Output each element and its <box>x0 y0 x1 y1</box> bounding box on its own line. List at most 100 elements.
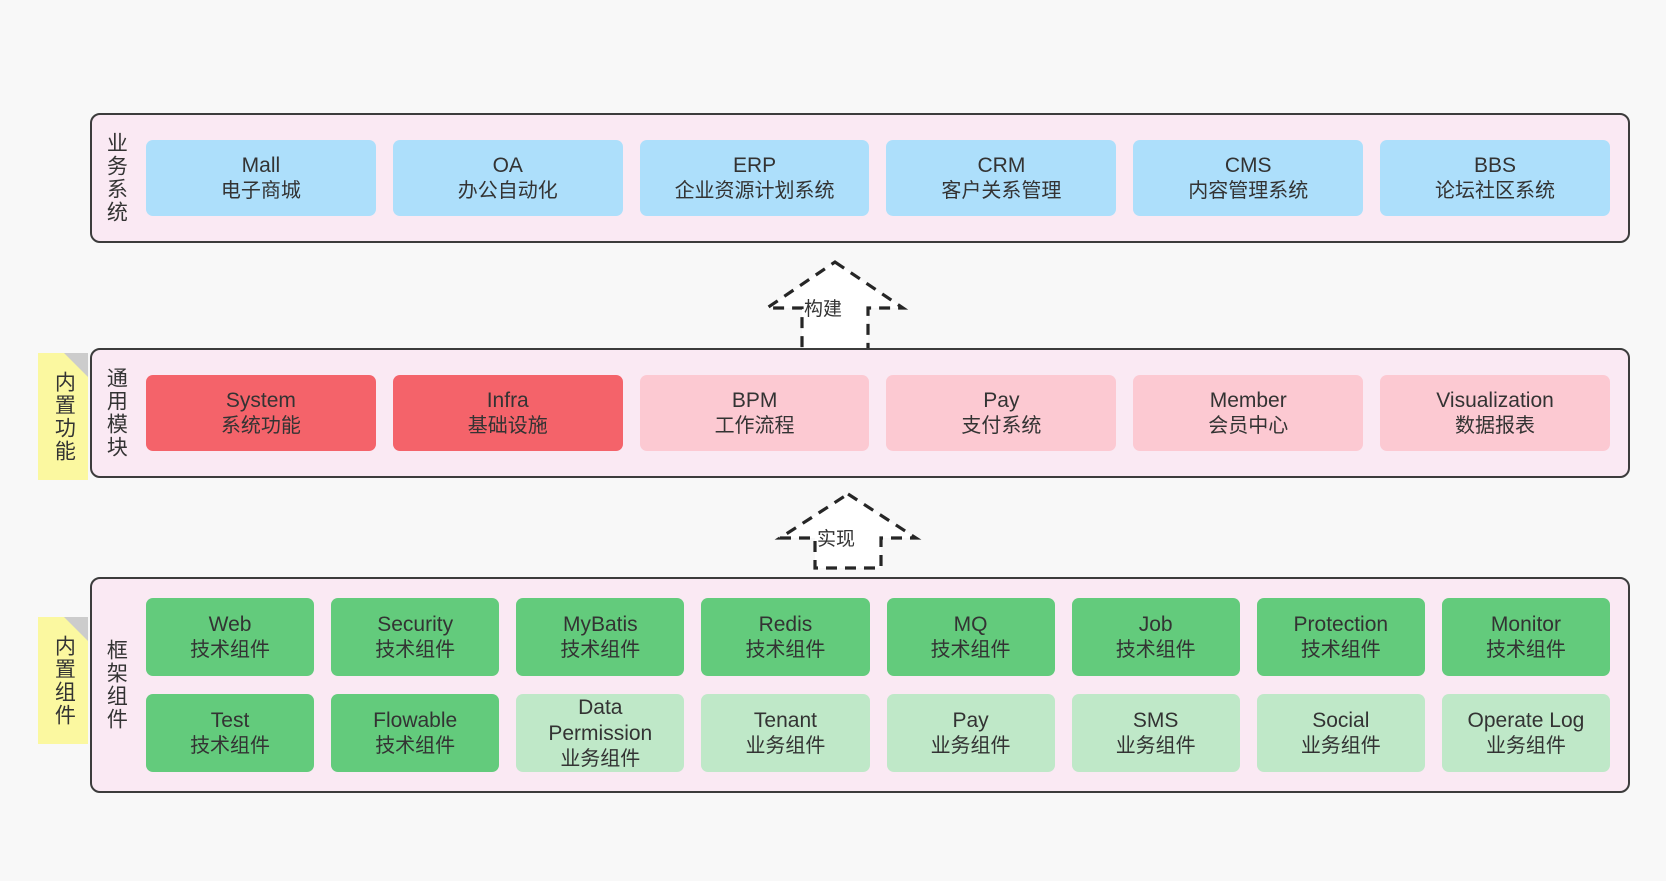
card-tenant[interactable]: Tenant 业务组件 <box>701 694 870 772</box>
card-subtitle: 技术组件 <box>1300 638 1381 661</box>
card-subtitle: 业务组件 <box>745 734 826 757</box>
layer-body-framework-components: Web 技术组件 Security 技术组件 MyBatis 技术组件 Redi… <box>138 579 1628 791</box>
card-title: OA <box>492 153 523 177</box>
note-builtin-components: 内置组件 <box>38 617 88 744</box>
card-erp[interactable]: ERP 企业资源计划系统 <box>639 140 870 216</box>
card-oa[interactable]: OA 办公自动化 <box>392 140 623 216</box>
card-subtitle: 技术组件 <box>190 638 271 661</box>
layer-title-framework-components: 框架组件 <box>104 639 128 731</box>
card-sms[interactable]: SMS 业务组件 <box>1071 694 1240 772</box>
layer-framework-components: 框架组件 Web 技术组件 Security 技术组件 MyBatis 技术组件… <box>90 577 1630 793</box>
card-monitor[interactable]: Monitor 技术组件 <box>1441 598 1610 676</box>
card-subtitle: 业务组件 <box>1115 734 1196 757</box>
implement-arrow-label: 实现 <box>817 529 856 550</box>
card-subtitle: 技术组件 <box>375 734 456 757</box>
card-system[interactable]: System 系统功能 <box>146 375 376 451</box>
card-title: Pay <box>983 388 1020 412</box>
card-mq[interactable]: MQ 技术组件 <box>886 598 1055 676</box>
card-subtitle: 会员中心 <box>1208 414 1289 437</box>
card-mall[interactable]: Mall 电子商城 <box>146 140 376 216</box>
card-title: Flowable <box>373 708 458 732</box>
card-member[interactable]: Member 会员中心 <box>1133 375 1364 451</box>
card-crm[interactable]: CRM 客户关系管理 <box>886 140 1117 216</box>
card-subtitle: 技术组件 <box>375 638 456 661</box>
card-title: Job <box>1138 612 1173 636</box>
card-subtitle: 办公自动化 <box>457 179 558 202</box>
card-subtitle: 系统功能 <box>220 414 301 437</box>
layer-business-systems: 业务系统 Mall 电子商城 OA 办公自动化 ERP 企业资源计划系统 CRM… <box>90 113 1630 243</box>
card-title: CMS <box>1224 153 1272 177</box>
card-title: CRM <box>977 153 1026 177</box>
card-subtitle: 业务组件 <box>1300 734 1381 757</box>
card-subtitle: 技术组件 <box>1115 638 1196 661</box>
card-row: Web 技术组件 Security 技术组件 MyBatis 技术组件 Redi… <box>146 598 1610 676</box>
card-infra[interactable]: Infra 基础设施 <box>392 375 623 451</box>
card-title: MQ <box>953 612 988 636</box>
card-subtitle: 技术组件 <box>190 734 271 757</box>
card-visualization[interactable]: Visualization 数据报表 <box>1380 375 1610 451</box>
card-title: MyBatis <box>562 612 638 636</box>
card-subtitle: 电子商城 <box>220 179 301 202</box>
card-security[interactable]: Security 技术组件 <box>331 598 500 676</box>
card-mybatis[interactable]: MyBatis 技术组件 <box>516 598 685 676</box>
layer-title-common-modules: 通用模块 <box>104 367 128 459</box>
note-builtin-features: 内置功能 <box>38 353 88 480</box>
card-bpm[interactable]: BPM 工作流程 <box>639 375 870 451</box>
layer-common-modules: 通用模块 System 系统功能 Infra 基础设施 BPM 工作流程 Pay… <box>90 348 1630 478</box>
card-title: Operate Log <box>1467 708 1585 732</box>
card-title: BBS <box>1474 153 1517 177</box>
card-subtitle: 支付系统 <box>961 414 1042 437</box>
card-title: Pay <box>952 708 989 732</box>
card-subtitle: 论坛社区系统 <box>1435 179 1556 202</box>
card-title: ERP <box>732 153 777 177</box>
card-title: Data Permission <box>548 695 653 745</box>
card-subtitle: 技术组件 <box>930 638 1011 661</box>
card-subtitle: 基础设施 <box>467 414 548 437</box>
card-subtitle: 业务组件 <box>930 734 1011 757</box>
card-row: System 系统功能 Infra 基础设施 BPM 工作流程 Pay 支付系统… <box>146 375 1610 451</box>
layer-title-business-systems: 业务系统 <box>104 132 128 224</box>
card-title: Monitor <box>1490 612 1561 636</box>
card-title: Protection <box>1293 612 1389 636</box>
card-subtitle: 技术组件 <box>560 638 641 661</box>
build-arrow: 构建 <box>755 258 915 354</box>
build-arrow-label: 构建 <box>804 299 843 320</box>
note-label: 内置组件 <box>52 634 76 727</box>
card-subtitle: 内容管理系统 <box>1188 179 1309 202</box>
card-title: Redis <box>758 612 813 636</box>
card-operate-log[interactable]: Operate Log 业务组件 <box>1441 694 1610 772</box>
card-title: Infra <box>486 388 529 412</box>
note-label: 内置功能 <box>52 370 76 463</box>
card-subtitle: 数据报表 <box>1455 414 1536 437</box>
card-pay[interactable]: Pay 支付系统 <box>886 375 1117 451</box>
card-title: Member <box>1209 388 1287 412</box>
card-redis[interactable]: Redis 技术组件 <box>701 598 870 676</box>
card-data-permission[interactable]: Data Permission 业务组件 <box>516 694 685 772</box>
card-protection[interactable]: Protection 技术组件 <box>1256 598 1425 676</box>
card-title: SMS <box>1132 708 1179 732</box>
card-row: Mall 电子商城 OA 办公自动化 ERP 企业资源计划系统 CRM 客户关系… <box>146 140 1610 216</box>
card-title: Web <box>208 612 252 636</box>
card-cms[interactable]: CMS 内容管理系统 <box>1133 140 1364 216</box>
card-test[interactable]: Test 技术组件 <box>146 694 315 772</box>
implement-arrow: 实现 <box>768 490 928 572</box>
card-social[interactable]: Social 业务组件 <box>1256 694 1425 772</box>
card-title: Tenant <box>753 708 817 732</box>
card-subtitle: 企业资源计划系统 <box>674 179 835 202</box>
card-title: System <box>225 388 296 412</box>
card-subtitle: 业务组件 <box>1485 734 1566 757</box>
card-title: Test <box>210 708 250 732</box>
card-job[interactable]: Job 技术组件 <box>1071 598 1240 676</box>
layer-body-business-systems: Mall 电子商城 OA 办公自动化 ERP 企业资源计划系统 CRM 客户关系… <box>138 115 1628 241</box>
card-title: Mall <box>241 153 281 177</box>
card-subtitle: 工作流程 <box>714 414 795 437</box>
card-web[interactable]: Web 技术组件 <box>146 598 315 676</box>
card-pay-component[interactable]: Pay 业务组件 <box>886 694 1055 772</box>
card-bbs[interactable]: BBS 论坛社区系统 <box>1380 140 1610 216</box>
card-row: Test 技术组件 Flowable 技术组件 Data Permission … <box>146 694 1610 772</box>
card-flowable[interactable]: Flowable 技术组件 <box>331 694 500 772</box>
layer-body-common-modules: System 系统功能 Infra 基础设施 BPM 工作流程 Pay 支付系统… <box>138 350 1628 476</box>
card-subtitle: 业务组件 <box>560 747 641 770</box>
card-subtitle: 客户关系管理 <box>941 179 1062 202</box>
